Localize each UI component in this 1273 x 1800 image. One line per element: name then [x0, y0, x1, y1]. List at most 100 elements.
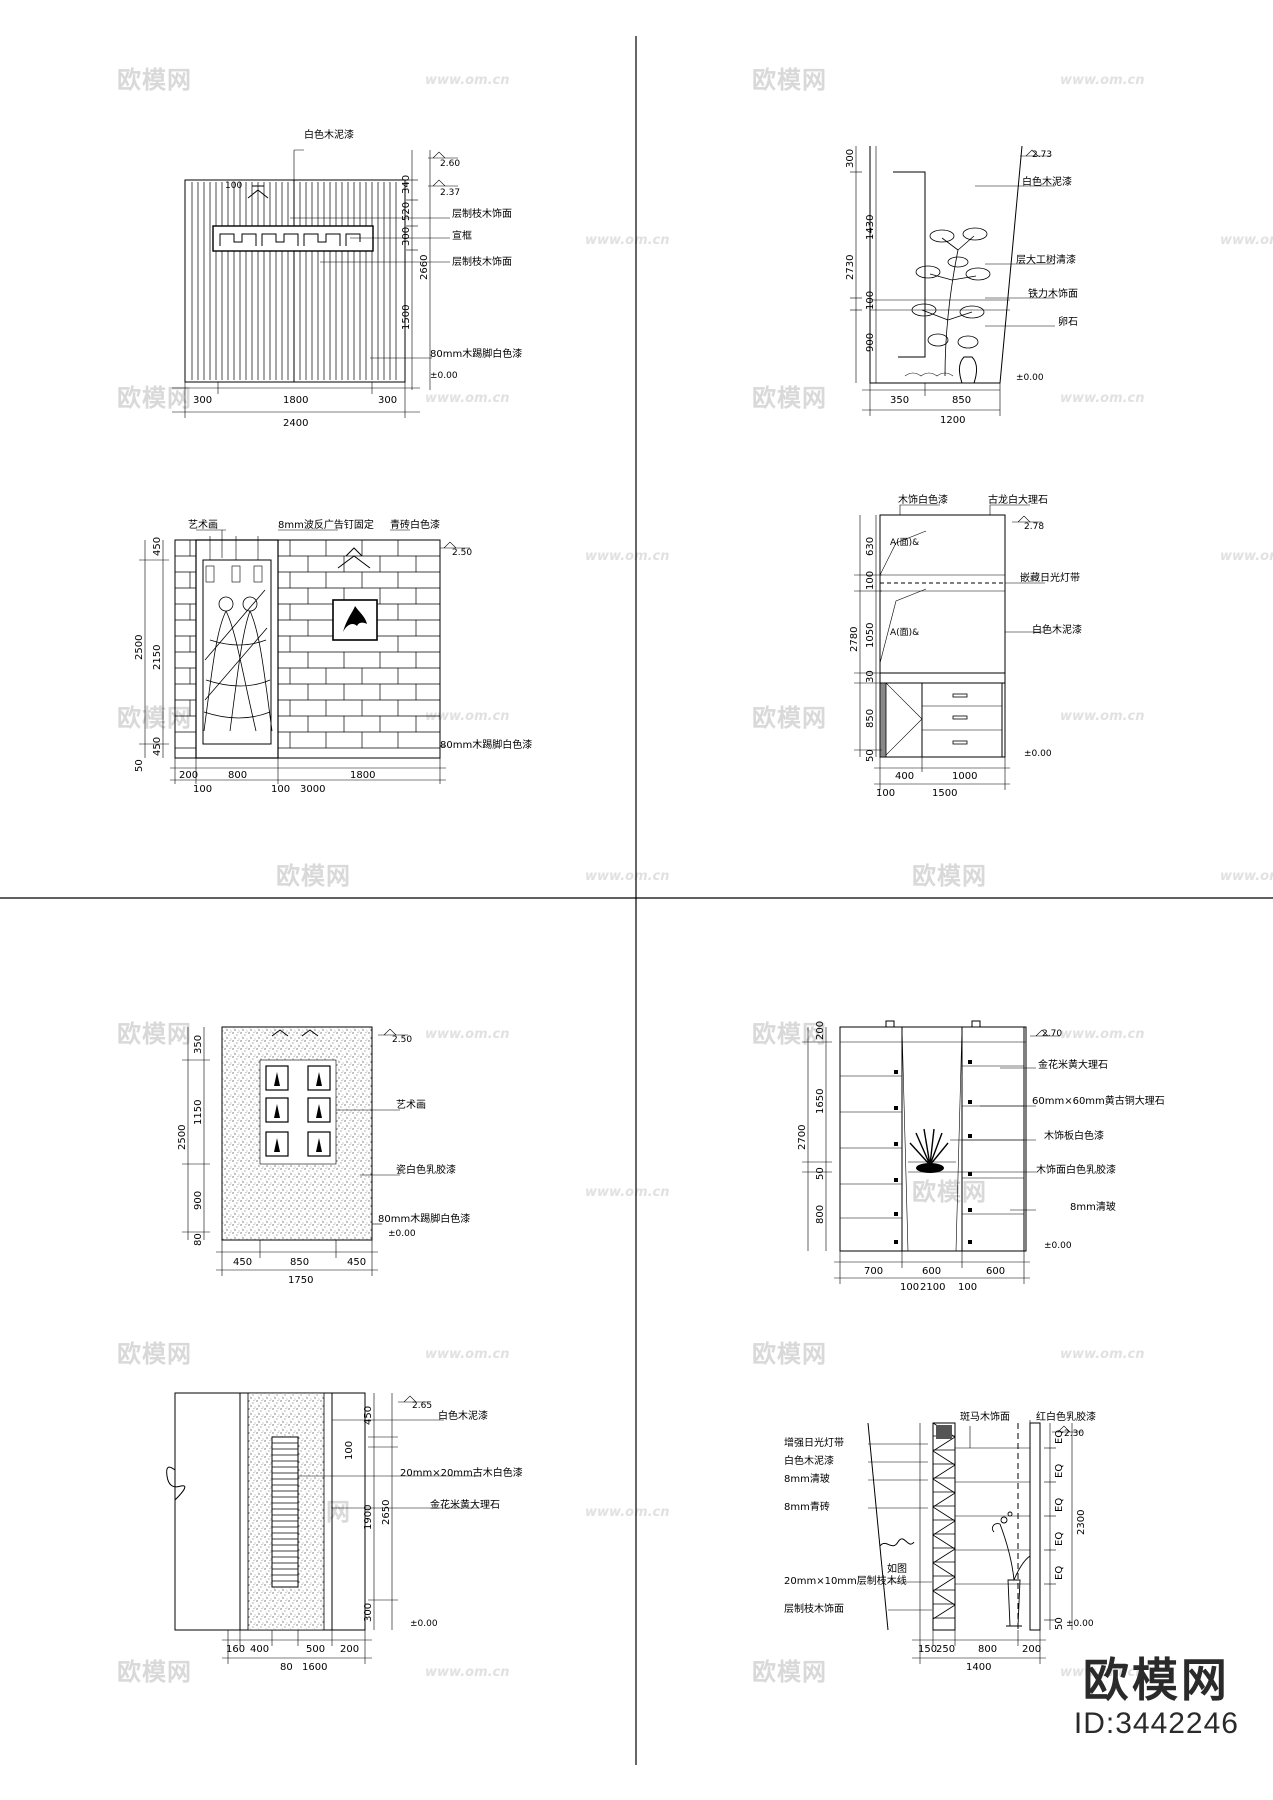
svg-text:2500: 2500	[177, 1125, 188, 1150]
svg-text:800: 800	[978, 1644, 997, 1655]
svg-text:100: 100	[958, 1282, 977, 1293]
svg-text:斑马木饰面: 斑马木饰面	[960, 1410, 1010, 1423]
watermark-layer: 欧模网 www.om.cn 欧模网 www.om.cn www.om.cn ww…	[117, 66, 1273, 1686]
svg-text:3000: 3000	[300, 784, 325, 795]
elevation-p2: 白色木泥漆 层大工树清漆 铁力木饰面 卵石 2.73 ±0.00 300 143…	[845, 145, 1078, 426]
svg-text:1750: 1750	[288, 1275, 313, 1286]
svg-text:木饰白色漆: 木饰白色漆	[898, 493, 948, 506]
svg-text:200: 200	[1022, 1644, 1041, 1655]
slat-pattern	[191, 182, 397, 380]
svg-text:800: 800	[815, 1205, 826, 1224]
svg-text:www.om.cn: www.om.cn	[1220, 869, 1273, 884]
svg-text:200: 200	[179, 770, 198, 781]
svg-text:EQ: EQ	[1054, 1498, 1065, 1512]
svg-text:100: 100	[865, 291, 876, 310]
drawer-handle	[952, 693, 968, 698]
svg-text:www.om.cn: www.om.cn	[1060, 73, 1145, 88]
elevation-p4: A(面)& A(面)& 木饰白色漆 古龙白大理石 嵌藏日光灯带 白色木泥漆 2.…	[849, 493, 1082, 799]
svg-text:250: 250	[936, 1644, 955, 1655]
svg-text:80mm木踢脚白色漆: 80mm木踢脚白色漆	[378, 1212, 470, 1225]
brand-stamp: 欧模网 ID:3442246	[1074, 1654, 1239, 1742]
svg-text:2100: 2100	[920, 1282, 945, 1293]
svg-text:450: 450	[152, 737, 163, 756]
svg-text:2660: 2660	[419, 255, 430, 280]
svg-text:白色木泥漆: 白色木泥漆	[304, 128, 354, 141]
elevation-p8: 如图 斑马木饰面 红白色乳胶漆 增强日光灯带 白色木泥漆 8mm清玻 8mm青砖…	[784, 1410, 1096, 1673]
shelf-pins	[894, 1060, 972, 1244]
svg-text:1200: 1200	[940, 415, 965, 426]
svg-text:350: 350	[890, 395, 909, 406]
svg-text:欧模网: 欧模网	[117, 1340, 192, 1368]
svg-text:50: 50	[815, 1167, 826, 1180]
svg-text:铁力木饰面: 铁力木饰面	[1028, 287, 1078, 300]
svg-text:白色木泥漆: 白色木泥漆	[1022, 175, 1072, 188]
svg-text:8mm清玻: 8mm清玻	[784, 1472, 830, 1485]
svg-text:850: 850	[865, 709, 876, 728]
svg-text:100: 100	[344, 1441, 355, 1460]
brand-logo-text: 欧模网	[1082, 1654, 1230, 1706]
svg-text:2.50: 2.50	[392, 1035, 412, 1045]
svg-text:www.om.cn: www.om.cn	[425, 73, 510, 88]
elevation-p1: 100 白色木泥漆 层制枝木饰面 宣框 层制枝木饰面 80mm木踢脚白色漆 2.…	[172, 128, 522, 429]
svg-text:±0.00: ±0.00	[1016, 373, 1044, 383]
svg-text:80mm木踢脚白色漆: 80mm木踢脚白色漆	[440, 738, 532, 751]
svg-text:嵌藏日光灯带: 嵌藏日光灯带	[1020, 571, 1080, 584]
svg-text:150: 150	[918, 1644, 937, 1655]
svg-text:木饰面白色乳胶漆: 木饰面白色乳胶漆	[1036, 1163, 1116, 1176]
svg-text:500: 500	[306, 1644, 325, 1655]
svg-text:450: 450	[363, 1406, 374, 1425]
svg-text:100: 100	[271, 784, 290, 795]
svg-text:欧模网: 欧模网	[117, 704, 192, 732]
fretwork-frieze	[212, 225, 374, 252]
svg-text:EQ: EQ	[1054, 1532, 1065, 1546]
svg-text:600: 600	[922, 1266, 941, 1277]
svg-text:欧模网: 欧模网	[752, 1340, 827, 1368]
svg-text:2.30: 2.30	[1064, 1429, 1084, 1439]
plant-icon	[911, 227, 991, 377]
svg-text:欧模网: 欧模网	[117, 1020, 192, 1048]
svg-text:80: 80	[193, 1233, 204, 1246]
svg-text:100: 100	[865, 571, 876, 590]
svg-text:200: 200	[815, 1021, 826, 1040]
svg-text:白色木泥漆: 白色木泥漆	[784, 1454, 834, 1467]
svg-text:700: 700	[864, 1266, 883, 1277]
svg-text:层制枝木饰面: 层制枝木饰面	[452, 207, 512, 220]
svg-text:欧模网: 欧模网	[752, 384, 827, 412]
svg-text:2.65: 2.65	[412, 1401, 432, 1411]
svg-text:300: 300	[193, 395, 212, 406]
svg-text:1400: 1400	[966, 1662, 991, 1673]
figure-artwork	[203, 589, 273, 732]
vase-icon	[958, 356, 978, 384]
svg-text:300: 300	[363, 1603, 374, 1622]
svg-text:100: 100	[876, 788, 895, 799]
svg-text:瓷白色乳胶漆: 瓷白色乳胶漆	[396, 1163, 456, 1176]
svg-text:红白色乳胶漆: 红白色乳胶漆	[1036, 1410, 1096, 1423]
svg-text:www.om.cn: www.om.cn	[1060, 1347, 1145, 1362]
svg-text:100: 100	[900, 1282, 919, 1293]
svg-text:www.om.cn: www.om.cn	[1220, 233, 1273, 248]
svg-text:www.om.cn: www.om.cn	[425, 1347, 510, 1362]
svg-text:200: 200	[340, 1644, 359, 1655]
svg-text:100: 100	[193, 784, 212, 795]
svg-text:欧模网: 欧模网	[752, 704, 827, 732]
svg-text:450: 450	[347, 1257, 366, 1268]
elevation-p3: 艺术画 8mm波反广告钉固定 青砖白色漆 80mm木踢脚白色漆 2.50 450…	[134, 518, 532, 795]
svg-text:2150: 2150	[152, 645, 163, 670]
svg-text:www.om.cn: www.om.cn	[585, 869, 670, 884]
flower-silhouette	[343, 606, 367, 632]
elevation-p7: 白色木泥漆 20mm×20mm古木白色漆 金花米黄大理石 2.65 ±0.00 …	[166, 1392, 523, 1673]
svg-text:20mm×10mm层制枝木线: 20mm×10mm层制枝木线	[784, 1574, 907, 1587]
svg-text:2500: 2500	[134, 635, 145, 660]
svg-text:白色木泥漆: 白色木泥漆	[438, 1409, 488, 1422]
svg-text:宣框: 宣框	[452, 229, 472, 242]
svg-text:20mm×20mm古木白色漆: 20mm×20mm古木白色漆	[400, 1466, 523, 1479]
svg-text:2700: 2700	[797, 1125, 808, 1150]
svg-text:80: 80	[280, 1662, 293, 1673]
svg-text:欧模网: 欧模网	[912, 862, 987, 890]
svg-text:1650: 1650	[815, 1089, 826, 1114]
svg-text:±0.00: ±0.00	[1044, 1241, 1072, 1251]
drawer-handle	[952, 715, 968, 720]
lattice-pattern	[932, 1422, 956, 1620]
svg-text:A(面)&: A(面)&	[890, 627, 919, 638]
svg-text:2.50: 2.50	[452, 548, 472, 558]
